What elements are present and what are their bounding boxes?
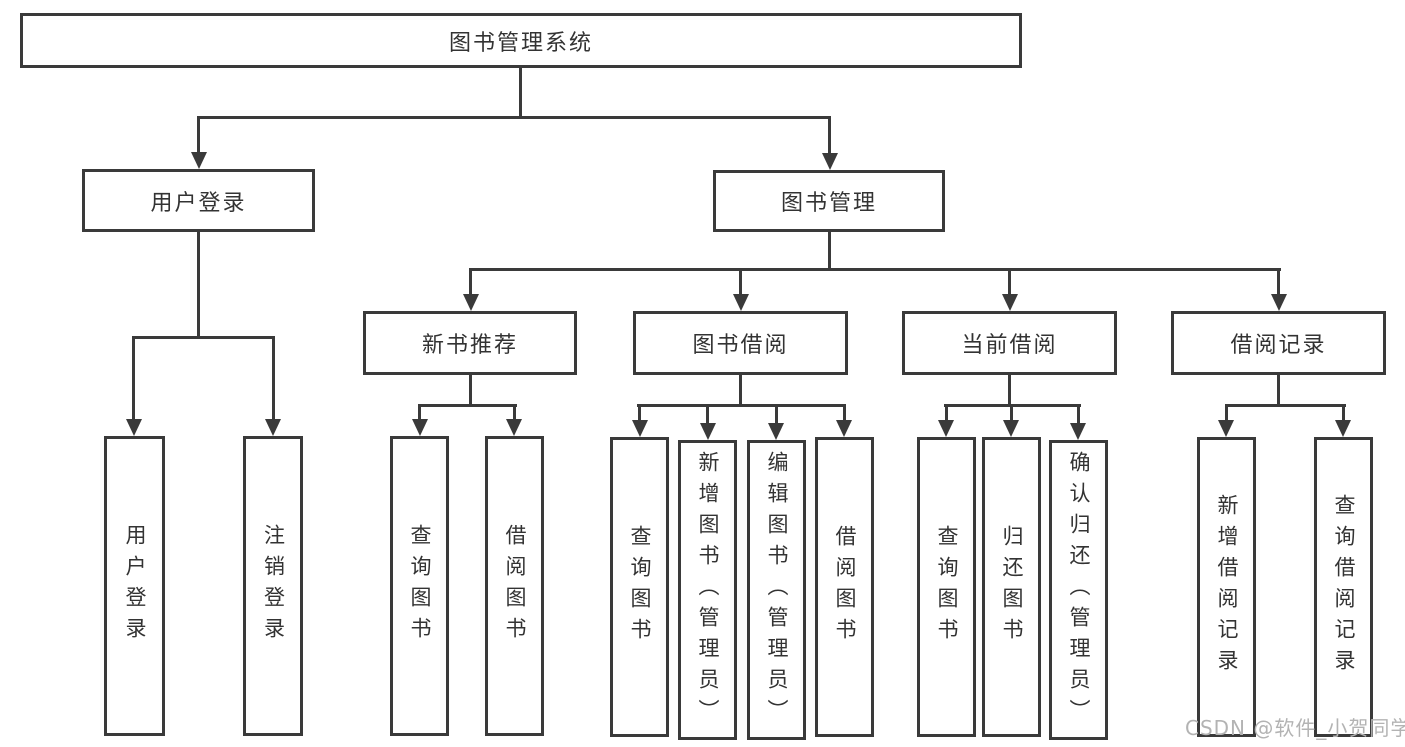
leaf-borrow-book: 借阅图书 (815, 437, 874, 737)
connector-trunk (469, 375, 472, 407)
connector-trunk (1277, 375, 1280, 407)
leaf-label: 借阅图书 (833, 525, 858, 649)
leaf-query-borrow-record: 查询借阅记录 (1314, 437, 1373, 737)
leaf-query-book-recommend: 查询图书 (390, 436, 449, 736)
arrow-down-icon (506, 419, 522, 436)
leaf-label: 查询图书 (628, 525, 653, 649)
leaf-label: 用户登录 (123, 524, 148, 648)
node-borrow-records: 借阅记录 (1171, 311, 1386, 375)
node-current-borrow: 当前借阅 (902, 311, 1117, 375)
leaf-label: 查询借阅记录 (1332, 494, 1357, 680)
connector-rail (637, 404, 846, 407)
node-book-management: 图书管理 (713, 170, 945, 232)
leaf-logout: 注销登录 (243, 436, 303, 736)
arrow-down-icon (1003, 420, 1019, 437)
connector-stem (469, 268, 472, 296)
leaf-edit-book-admin: 编辑图书（管理员） (747, 440, 806, 740)
leaf-user-login: 用户登录 (104, 436, 165, 736)
arrow-down-icon (191, 152, 207, 169)
leaf-query-book-current: 查询图书 (917, 437, 976, 737)
connector-stem (945, 404, 948, 421)
node-root: 图书管理系统 (20, 13, 1022, 68)
connector-rail (132, 336, 275, 339)
leaf-label: 注销登录 (261, 524, 286, 648)
connector-stem (1342, 404, 1345, 421)
connector-trunk (1008, 375, 1011, 407)
arrow-down-icon (1271, 294, 1287, 311)
leaf-label: 查询图书 (408, 524, 433, 648)
leaf-return-book: 归还图书 (982, 437, 1041, 737)
connector-root-trunk (519, 68, 522, 117)
leaf-query-book-borrow: 查询图书 (610, 437, 669, 737)
connector-rail (418, 404, 517, 407)
leaf-borrow-book-recommend: 借阅图书 (485, 436, 544, 736)
connector-stem (1077, 404, 1080, 424)
connector-stem (843, 404, 846, 421)
connector-stem (1225, 404, 1228, 421)
leaf-label: 编辑图书（管理员） (765, 450, 790, 730)
connector-stem (1277, 268, 1280, 296)
arrow-down-icon (126, 419, 142, 436)
connector-stem (1010, 404, 1013, 421)
connector-stem (132, 336, 135, 421)
arrow-down-icon (1002, 294, 1018, 311)
connector-stem (828, 116, 831, 155)
connector-level3-rail (469, 268, 1281, 271)
connector-trunk (739, 375, 742, 407)
leaf-add-borrow-record: 新增借阅记录 (1197, 437, 1256, 737)
connector-stem (739, 268, 742, 296)
arrow-down-icon (1070, 423, 1086, 440)
connector-trunk (828, 232, 831, 271)
node-book-borrow: 图书借阅 (633, 311, 848, 375)
arrow-down-icon (733, 294, 749, 311)
connector-stem (513, 404, 516, 420)
connector-stem (638, 404, 641, 421)
arrow-down-icon (836, 420, 852, 437)
arrow-down-icon (1335, 420, 1351, 437)
leaf-label: 归还图书 (1000, 525, 1025, 649)
arrow-down-icon (265, 419, 281, 436)
leaf-label: 查询图书 (935, 525, 960, 649)
leaf-label: 确认归还（管理员） (1067, 450, 1092, 730)
connector-stem (706, 404, 709, 424)
csdn-watermark: CSDN @软件_小贺同学 (1185, 716, 1405, 740)
arrow-down-icon (938, 420, 954, 437)
arrow-down-icon (1218, 420, 1234, 437)
connector-trunk (197, 232, 200, 338)
connector-level2-rail (197, 116, 831, 119)
leaf-label: 新增图书（管理员） (696, 450, 721, 730)
arrow-down-icon (463, 294, 479, 311)
arrow-down-icon (768, 423, 784, 440)
leaf-label: 新增借阅记录 (1215, 494, 1240, 680)
connector-stem (197, 116, 200, 154)
connector-stem (418, 404, 421, 420)
node-user-login: 用户登录 (82, 169, 315, 232)
arrow-down-icon (632, 420, 648, 437)
arrow-down-icon (700, 423, 716, 440)
node-new-book-recommend: 新书推荐 (363, 311, 577, 375)
leaf-add-book-admin: 新增图书（管理员） (678, 440, 737, 740)
connector-stem (1008, 268, 1011, 296)
connector-stem (272, 336, 275, 421)
connector-stem (775, 404, 778, 424)
leaf-confirm-return-admin: 确认归还（管理员） (1049, 440, 1108, 740)
leaf-label: 借阅图书 (503, 524, 528, 648)
connector-rail (1225, 404, 1346, 407)
arrow-down-icon (822, 153, 838, 170)
arrow-down-icon (412, 419, 428, 436)
